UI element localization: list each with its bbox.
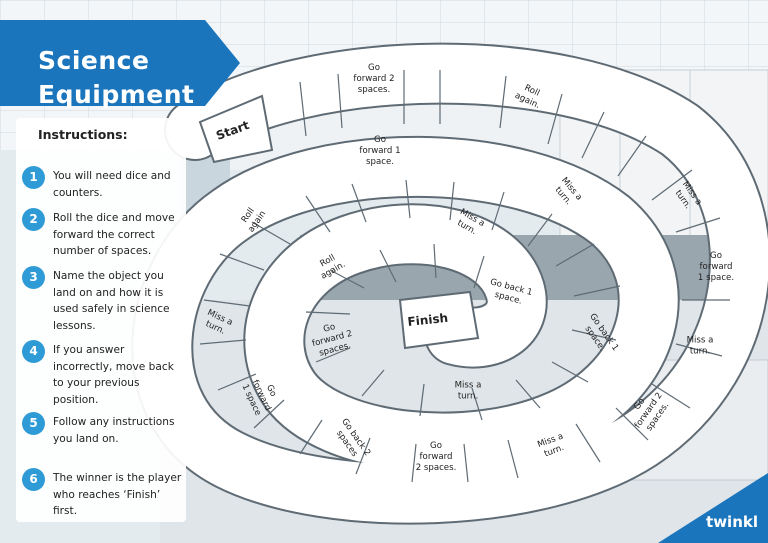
cell-divider [299, 81, 307, 137]
cell-divider [473, 255, 485, 289]
cell-divider [675, 343, 723, 357]
board-cell-line: Go [374, 135, 386, 145]
board-cell-line: 2 spaces. [416, 463, 457, 473]
step-number-badge: 2 [22, 208, 45, 231]
cell-divider [305, 195, 331, 233]
banner-shape [0, 20, 240, 106]
board-cell-line: turn. [458, 392, 478, 402]
board-cell-line: space. [366, 157, 394, 167]
step-number-badge: 5 [22, 412, 45, 435]
finish-label: Finish [407, 311, 449, 329]
board-cell-line: Miss a [455, 381, 482, 391]
title-banner: Science Equipment [0, 20, 240, 109]
cell-divider [329, 269, 365, 289]
cell-divider [351, 183, 367, 223]
step-number-badge: 6 [22, 468, 45, 491]
cell-divider [253, 399, 285, 429]
cell-divider [433, 243, 437, 279]
cell-divider [199, 339, 247, 345]
board-cell-line: Go [264, 383, 278, 398]
board-cell-line: Miss a [687, 336, 714, 346]
instructions-panel: Instructions: 1 You will need dice and c… [16, 118, 186, 522]
cell-divider [555, 243, 595, 267]
step-text: The winner is the player who reaches ‘Fi… [53, 472, 182, 517]
cell-divider [355, 437, 371, 475]
cell-divider [615, 407, 649, 441]
step-number-badge: 4 [22, 340, 45, 363]
step-text: Name the object you land on and how it i… [53, 270, 170, 332]
cell-divider [651, 169, 693, 201]
cell-divider [261, 95, 273, 151]
cell-divider [411, 443, 417, 483]
cell-divider [361, 369, 385, 397]
cell-divider [573, 285, 621, 297]
cell-divider [581, 111, 605, 159]
cell-divider [217, 373, 257, 391]
cell-divider [571, 329, 617, 341]
cell-divider [219, 253, 265, 271]
cell-divider [515, 379, 541, 409]
cell-divider [575, 423, 601, 463]
step-text: You will need dice and counters. [53, 170, 171, 199]
instructions-heading: Instructions: [38, 127, 128, 142]
cell-divider [203, 299, 251, 307]
start-label: Start [214, 118, 251, 143]
step-number-badge: 1 [22, 166, 45, 189]
twinkl-logo: twinkl [658, 473, 768, 543]
cell-divider [305, 311, 351, 315]
title-line-2: Equipment [38, 80, 195, 109]
finish-pad [398, 290, 480, 350]
step-text: Roll the dice and move forward the corre… [53, 212, 175, 257]
step-text: Follow any instructions you land on. [53, 416, 175, 445]
cell-divider [463, 443, 469, 483]
cell-divider [419, 383, 425, 417]
logo-shape [658, 473, 768, 543]
cell-divider [379, 249, 397, 283]
step-text: If you answer incorrectly, move back to … [53, 344, 174, 406]
cell-divider [617, 135, 647, 177]
cell-divider [507, 439, 519, 479]
cell-divider [651, 383, 691, 409]
cell-divider [527, 213, 553, 247]
board-cell-line: forward [700, 262, 733, 272]
board-cell-line: Go [710, 251, 722, 261]
board-cell-line: forward [420, 452, 453, 462]
cell-divider [675, 217, 721, 233]
cell-divider [491, 191, 505, 231]
step-number-badge: 3 [22, 266, 45, 289]
cell-divider [471, 387, 483, 421]
cell-divider [449, 181, 455, 221]
cell-divider [405, 179, 411, 219]
logo-text: twinkl [706, 513, 758, 531]
cell-divider [299, 419, 323, 455]
board-cell-line: 1 space. [698, 273, 734, 283]
title-line-1: Science [38, 46, 150, 75]
board-cell-line: turn. [690, 347, 710, 357]
board-cell-line: spaces. [358, 85, 390, 95]
cell-divider [251, 221, 291, 245]
board-cell-line: Go [368, 63, 380, 73]
cell-divider [499, 75, 507, 129]
cell-divider [547, 93, 563, 145]
cell-divider [337, 73, 343, 129]
cell-divider [551, 361, 589, 383]
board-cell-line: Go [322, 322, 336, 335]
board-cell-line: Go [430, 441, 442, 451]
board-cell-line: forward 1 [359, 146, 400, 156]
cell-divider [315, 347, 351, 363]
board-cell-line: forward 2 [353, 74, 394, 84]
